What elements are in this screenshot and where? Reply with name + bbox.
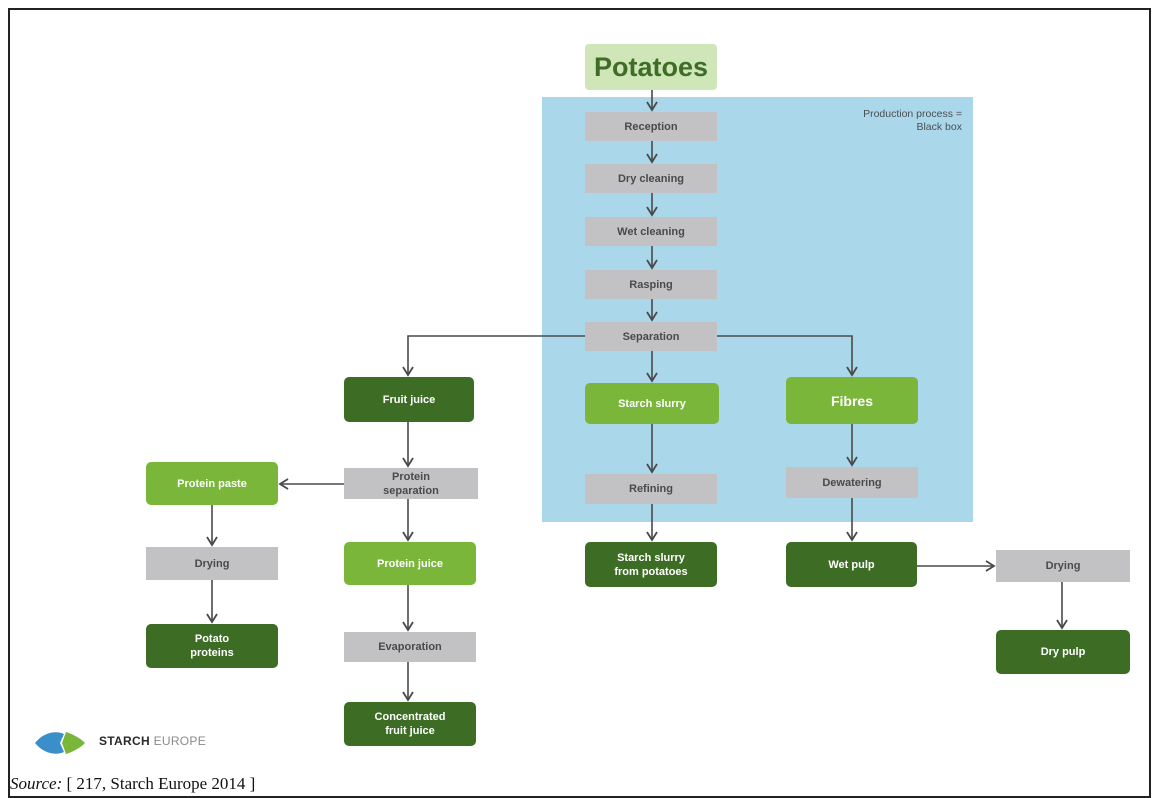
node-potatoes: Potatoes xyxy=(585,44,717,90)
node-fibres: Fibres xyxy=(786,377,918,424)
starch-slurry-potatoes-line1: Starch slurry xyxy=(617,551,685,564)
node-protein-separation: Protein separation xyxy=(344,468,478,499)
node-fruit-juice: Fruit juice xyxy=(344,377,474,422)
caption-label: Source: xyxy=(10,774,63,793)
logo-word-bold: STARCH xyxy=(99,734,150,748)
node-wet-pulp: Wet pulp xyxy=(786,542,917,587)
node-starch-slurry-from-potatoes: Starch slurry from potatoes xyxy=(585,542,717,587)
black-box-label-line1: Production process = xyxy=(863,108,962,120)
protein-separation-line1: Protein xyxy=(392,470,430,483)
node-dry-pulp: Dry pulp xyxy=(996,630,1130,674)
node-drying-right: Drying xyxy=(996,550,1130,582)
node-concentrated-fruit-juice: Concentrated fruit juice xyxy=(344,702,476,746)
node-starch-slurry: Starch slurry xyxy=(585,383,719,424)
node-dry-cleaning: Dry cleaning xyxy=(585,164,717,193)
logo-word-light: EUROPE xyxy=(153,734,207,748)
concentrated-line1: Concentrated xyxy=(374,711,446,723)
node-evaporation: Evaporation xyxy=(344,632,476,662)
node-drying-left: Drying xyxy=(146,547,278,580)
black-box-region xyxy=(542,97,973,522)
node-dewatering: Dewatering xyxy=(786,467,918,498)
potato-proteins-line1: Potato xyxy=(194,633,230,645)
potato-proteins-line2: proteins xyxy=(190,647,234,659)
protein-separation-line2: separation xyxy=(383,484,439,497)
node-refining: Refining xyxy=(585,474,717,504)
caption-text: [ 217, Starch Europe 2014 ] xyxy=(62,774,256,793)
node-wet-cleaning: Wet cleaning xyxy=(585,217,717,246)
node-protein-paste: Protein paste xyxy=(146,462,278,505)
starch-europe-logo-icon xyxy=(35,732,85,754)
black-box-label: Production process = Black box xyxy=(812,108,962,134)
node-reception: Reception xyxy=(585,112,717,141)
logo-wordmark: STARCH EUROPE xyxy=(99,734,206,748)
node-protein-juice: Protein juice xyxy=(344,542,476,585)
source-caption: Source: [ 217, Starch Europe 2014 ] xyxy=(10,774,255,794)
concentrated-line2: fruit juice xyxy=(385,725,435,737)
node-separation: Separation xyxy=(585,322,717,351)
black-box-label-line2: Black box xyxy=(916,121,962,133)
node-rasping: Rasping xyxy=(585,270,717,299)
starch-slurry-potatoes-line2: from potatoes xyxy=(614,565,688,578)
node-potato-proteins: Potato proteins xyxy=(146,624,278,668)
